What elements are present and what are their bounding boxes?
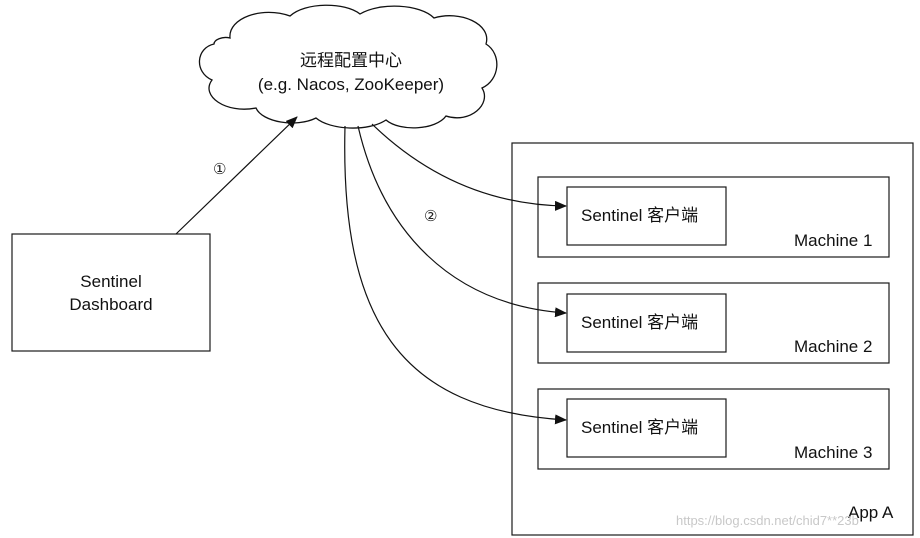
step-2-marker: ②	[424, 207, 438, 225]
client-box-2	[566, 293, 727, 353]
config-center-subtitle: (e.g. Nacos, ZooKeeper)	[257, 75, 445, 94]
dashboard-label-line2: Dashboard	[69, 295, 153, 314]
dashboard-box	[11, 233, 211, 352]
machine-label-3: Machine 3	[794, 443, 873, 462]
client-label-1: Sentinel 客户端	[581, 206, 699, 225]
edge-dashboard-to-config	[175, 116, 298, 235]
client-box-1	[566, 186, 727, 246]
client-label-3: Sentinel 客户端	[581, 418, 699, 437]
config-center-cloud	[198, 4, 498, 129]
edge-config-to-client-1	[371, 123, 567, 211]
config-center-title: 远程配置中心	[300, 51, 402, 70]
edge-config-to-client-3	[344, 125, 567, 425]
client-label-2: Sentinel 客户端	[581, 313, 699, 332]
machine-label-2: Machine 2	[794, 337, 873, 356]
step-1-marker: ①	[213, 160, 227, 178]
machine-label-1: Machine 1	[794, 231, 873, 250]
watermark-text: https://blog.csdn.net/chid7**23b	[676, 513, 859, 528]
dashboard-label-line1: Sentinel	[80, 272, 142, 291]
edge-config-to-client-2	[357, 125, 567, 318]
client-box-3	[566, 398, 727, 458]
app-label: App A	[848, 503, 894, 522]
